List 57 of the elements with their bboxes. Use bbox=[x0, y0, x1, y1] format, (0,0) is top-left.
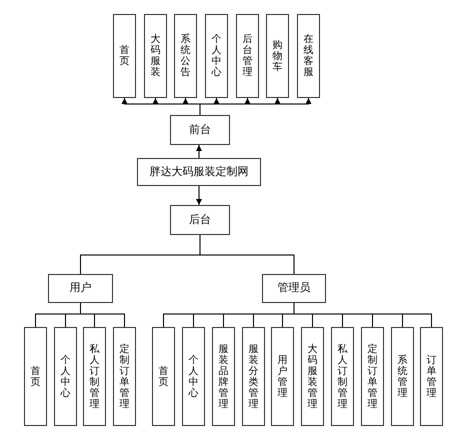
vertical-box bbox=[391, 327, 414, 426]
node-label: 个人中心 bbox=[188, 354, 198, 398]
process-box bbox=[262, 274, 326, 303]
node-label: 定制订单管理 bbox=[120, 344, 130, 410]
node-label: 购物车 bbox=[272, 40, 282, 72]
vertical-box bbox=[236, 14, 259, 98]
process-box bbox=[137, 158, 261, 186]
vertical-box bbox=[205, 14, 228, 98]
process-box bbox=[48, 274, 113, 303]
vertical-box bbox=[113, 327, 136, 426]
node-label: 服装分类管理 bbox=[248, 344, 258, 410]
vertical-box bbox=[331, 327, 354, 426]
node-label: 订单管理 bbox=[426, 354, 436, 398]
connector bbox=[196, 144, 202, 158]
process-box bbox=[170, 115, 230, 145]
vertical-box bbox=[301, 327, 324, 426]
vertical-box bbox=[152, 327, 175, 426]
vertical-box bbox=[83, 327, 106, 426]
vertical-box bbox=[24, 327, 47, 426]
vertical-box bbox=[297, 14, 320, 98]
node-label: 大码服装 bbox=[150, 34, 160, 78]
node-label: 系统公告 bbox=[180, 34, 190, 78]
node-label: 首页 bbox=[158, 366, 168, 388]
vertical-box bbox=[113, 14, 136, 98]
node-label: 管理员 bbox=[278, 281, 310, 296]
node-label: 定制订单管理 bbox=[368, 344, 378, 410]
vertical-box bbox=[242, 327, 265, 426]
node-label: 私人订制管理 bbox=[90, 344, 100, 410]
vertical-box bbox=[420, 327, 443, 426]
node-label: 在线客服 bbox=[304, 34, 314, 78]
node-label: 前台 bbox=[189, 122, 211, 138]
connector bbox=[196, 186, 202, 206]
vertical-box bbox=[212, 327, 235, 426]
connector bbox=[294, 302, 432, 328]
node-label: 首页 bbox=[30, 366, 40, 388]
process-box bbox=[170, 205, 230, 235]
connector bbox=[200, 234, 294, 274]
vertical-box bbox=[54, 327, 77, 426]
vertical-box bbox=[144, 14, 167, 98]
node-label: 用户 bbox=[70, 280, 92, 296]
node-label: 胖达大码服装定制网 bbox=[150, 164, 248, 180]
vertical-box bbox=[361, 327, 384, 426]
node-label: 私人订制管理 bbox=[338, 344, 348, 410]
node-label: 后台管理 bbox=[242, 34, 252, 78]
node-label: 后台 bbox=[189, 212, 211, 228]
node-label: 个人中心 bbox=[212, 34, 222, 78]
node-label: 系统管理 bbox=[398, 354, 408, 398]
node-label: 首页 bbox=[120, 45, 130, 67]
node-label: 大码服装管理 bbox=[308, 344, 318, 410]
vertical-box bbox=[271, 327, 294, 426]
node-label: 用户管理 bbox=[278, 354, 288, 398]
connector bbox=[80, 302, 125, 328]
vertical-box bbox=[182, 327, 205, 426]
vertical-box bbox=[174, 14, 197, 98]
vertical-box bbox=[266, 14, 289, 98]
node-label: 个人中心 bbox=[60, 354, 70, 398]
node-label: 服装品牌管理 bbox=[218, 344, 228, 410]
